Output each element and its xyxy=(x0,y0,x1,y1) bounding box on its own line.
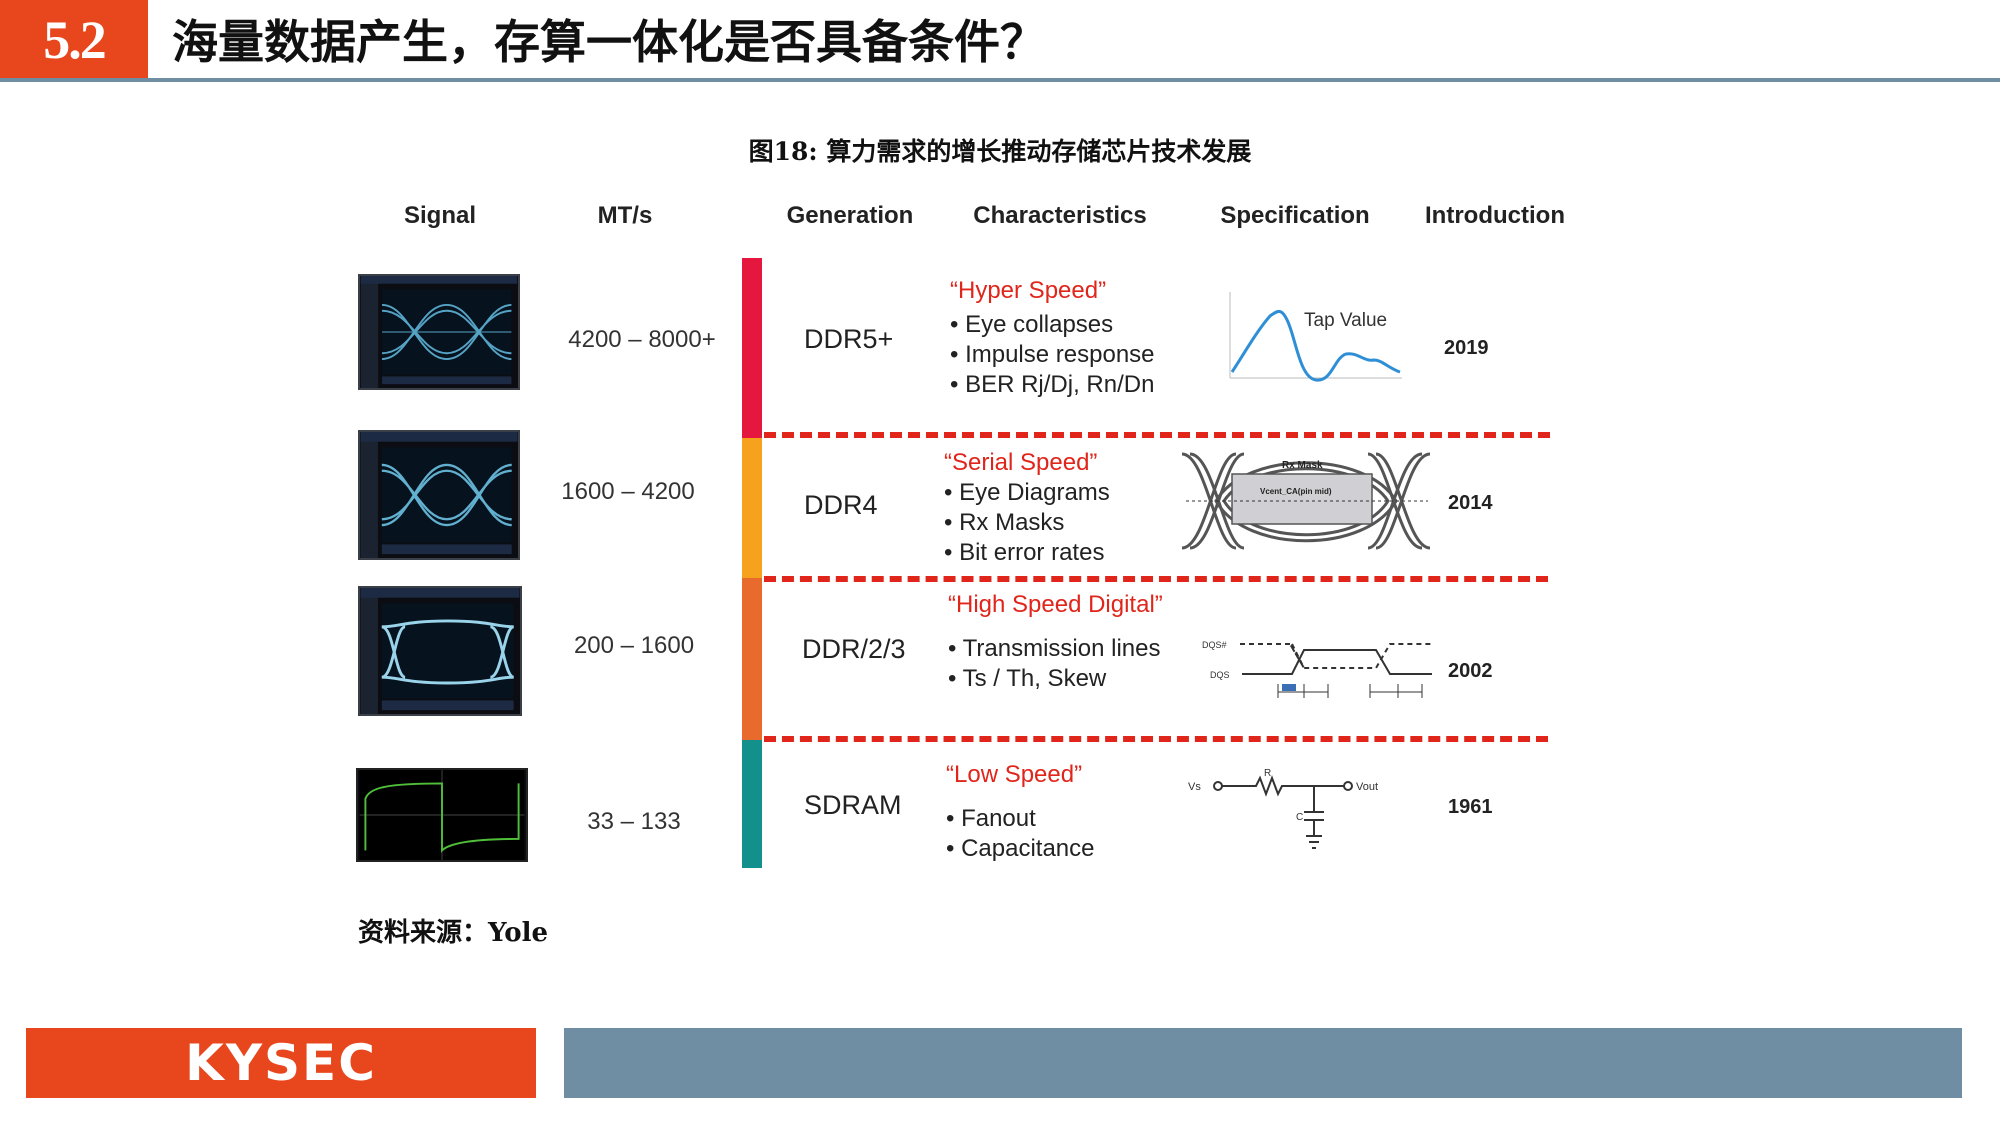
generation-sdram: SDRAM xyxy=(804,790,902,820)
spec-vcent-label: Vcent_CA(pin mid) xyxy=(1260,487,1332,496)
generation-ddr23: DDR/2/3 xyxy=(802,634,906,664)
generation-bar-ddr23 xyxy=(742,578,762,740)
column-header-introduction: Introduction xyxy=(1425,202,1565,229)
generation-bar-sdram xyxy=(742,740,762,868)
characteristics-sdram: “Low Speed” Fanout Capacitance xyxy=(946,760,1095,864)
characteristics-ddr5: “Hyper Speed” Eye collapses Impulse resp… xyxy=(950,276,1155,400)
generation-bar-ddr4 xyxy=(742,438,762,578)
characteristic-item: Bit error rates xyxy=(944,538,1110,568)
spec-dqs-timing-diagram: DQS# DQS xyxy=(1200,628,1432,708)
intro-year-ddr4: 2014 xyxy=(1448,492,1493,514)
eye-diagram-ddr4-image xyxy=(358,430,520,560)
spec-dqs-bar-label: DQS# xyxy=(1202,640,1227,650)
eye-diagram-ddr5-image xyxy=(358,274,520,390)
column-header-generation: Generation xyxy=(786,202,914,229)
separator-ddr23-sdram xyxy=(764,736,1548,742)
characteristics-title-ddr5: “Hyper Speed” xyxy=(950,277,1107,304)
separator-ddr4-ddr23 xyxy=(764,576,1548,582)
spec-vin-label: Vs xyxy=(1188,781,1201,793)
characteristics-ddr4: “Serial Speed” Eye Diagrams Rx Masks Bit… xyxy=(944,448,1110,568)
characteristic-item: Fanout xyxy=(946,804,1095,834)
source-note: 资料来源：Yole xyxy=(358,918,549,948)
characteristic-item: Rx Masks xyxy=(944,508,1110,538)
spec-capacitor-label: C xyxy=(1296,812,1303,823)
characteristics-title-sdram: “Low Speed” xyxy=(946,761,1083,788)
intro-year-sdram: 1961 xyxy=(1448,796,1493,818)
column-header-specification: Specification xyxy=(1220,202,1370,229)
spec-tap-value-label: Tap Value xyxy=(1304,310,1387,331)
spec-dqs-label: DQS xyxy=(1210,670,1230,680)
intro-year-ddr23: 2002 xyxy=(1448,660,1493,682)
characteristics-title-ddr23: “High Speed Digital” xyxy=(948,591,1163,618)
generation-ddr4: DDR4 xyxy=(804,490,878,520)
characteristic-item: Eye Diagrams xyxy=(944,478,1110,508)
column-header-signal: Signal xyxy=(403,202,476,229)
characteristics-title-ddr4: “Serial Speed” xyxy=(944,449,1098,476)
spec-rx-mask-diagram: Rx Mask Vcent_CA(pin mid) xyxy=(1176,444,1436,562)
generation-ddr5: DDR5+ xyxy=(804,324,894,354)
mts-sdram: 33 – 133 xyxy=(587,808,681,835)
spec-resistor-label: R xyxy=(1264,768,1271,779)
spec-vout-label: Vout xyxy=(1356,781,1378,793)
intro-year-ddr5: 2019 xyxy=(1444,337,1489,359)
mts-ddr23: 200 – 1600 xyxy=(573,632,695,659)
characteristic-item: BER Rj/Dj, Rn/Dn xyxy=(950,370,1155,400)
characteristics-ddr23: “High Speed Digital” Transmission lines … xyxy=(948,590,1163,694)
mts-ddr5: 4200 – 8000+ xyxy=(568,326,716,353)
section-number-badge: 5.2 xyxy=(0,0,148,80)
characteristic-item: Capacitance xyxy=(946,834,1094,864)
spec-rc-circuit-diagram: Vs R C Vout xyxy=(1186,768,1386,860)
characteristic-item: Transmission lines xyxy=(948,634,1163,664)
separator-ddr5-ddr4 xyxy=(764,432,1550,438)
column-header-characteristics: Characteristics xyxy=(973,202,1147,229)
spec-rx-mask-label: Rx Mask xyxy=(1282,460,1323,471)
eye-diagram-ddr23-image xyxy=(358,586,522,716)
slide-title: 海量数据产生，存算一体化是否具备条件？ xyxy=(172,15,1046,69)
mts-ddr4: 1600 – 4200 xyxy=(561,478,695,505)
characteristic-item: Impulse response xyxy=(950,340,1154,370)
column-header-mts: MT/s xyxy=(597,202,653,229)
generation-bar-ddr5 xyxy=(742,258,762,438)
footer-band xyxy=(564,1028,1962,1098)
figure-caption: 图18: 算力需求的增长推动存储芯片技术发展 xyxy=(748,137,1252,166)
characteristic-item: Eye collapses xyxy=(950,310,1155,340)
square-wave-sdram-image xyxy=(356,768,528,862)
kysec-logo: KYSEC xyxy=(26,1028,536,1098)
spec-tap-value-plot: Tap Value xyxy=(1222,282,1408,400)
characteristic-item: Ts / Th, Skew xyxy=(948,664,1163,694)
header-rule xyxy=(0,78,2000,82)
